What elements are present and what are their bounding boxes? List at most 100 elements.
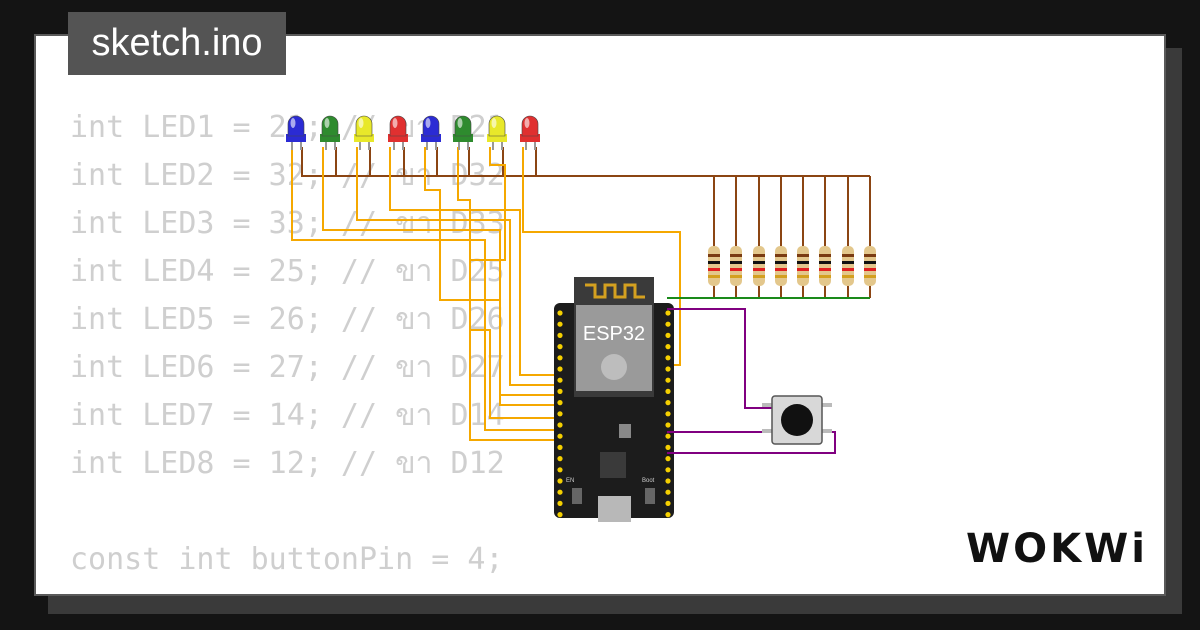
button-wires [667,297,870,454]
resistor-band [775,261,787,264]
header-pin [665,344,671,350]
header-pin [665,400,671,406]
resistor-band [753,268,765,271]
en-label: EN [566,478,574,484]
header-pin [665,422,671,428]
header-pin [665,478,671,484]
led [520,115,540,150]
boot-button[interactable] [645,488,655,504]
button-leg [762,429,772,433]
resistor [730,176,742,298]
esp32-board[interactable]: ESP32 Boot EN [554,277,674,522]
board-label: ESP32 [583,323,645,345]
led-rim [388,134,408,142]
signal-wire [424,147,560,406]
header-pin [557,388,563,394]
button-leg [822,403,832,407]
wokwi-logo: WOKWi [966,526,1148,572]
header-pin [665,355,671,361]
led-body [454,115,472,137]
pushbutton[interactable] [762,395,832,445]
en-button[interactable] [572,488,582,504]
resistor-band [864,268,876,271]
resistor [842,176,854,298]
button-cap[interactable] [781,404,813,436]
resistor-band [730,254,742,257]
espressif-logo [601,354,627,380]
header-pin [665,489,671,495]
header-pin [557,366,563,372]
header-pin [665,456,671,462]
boot-label: Boot [642,478,655,484]
led-body [488,115,506,137]
led-body [422,115,440,137]
file-tab-label: sketch.ino [91,22,263,64]
resistor-body [797,246,809,286]
right-pin-header [665,310,671,518]
resistor-band [797,261,809,264]
resistor-band [842,261,854,264]
resistor-band [753,261,765,264]
led-highlight [358,118,364,128]
led-rim [520,134,540,142]
led-body [355,115,373,137]
signal-wire [322,147,560,396]
header-pin [557,467,563,473]
button-leg [762,403,772,407]
led-body [287,115,305,137]
led-body [321,115,339,137]
usb-port[interactable] [598,496,631,522]
code-line: int LED5 = 26; // ขา D26 [70,302,505,337]
header-pin [557,444,563,450]
led-rim [421,134,441,142]
header-pin [665,377,671,383]
resistor-body [708,246,720,286]
header-pin [665,467,671,473]
header-pin [557,511,563,518]
resistor-band [730,275,742,278]
led-row [286,115,540,150]
button-leg [822,429,832,433]
led-rim [354,134,374,142]
signal-wires [291,147,681,441]
led-rim [453,134,473,142]
resistor [797,176,809,298]
resistor-band [864,254,876,257]
signal-wire [291,147,560,431]
ground-wires [301,147,870,177]
header-pin [665,388,671,394]
file-tab[interactable]: sketch.ino [68,12,286,75]
led-highlight [524,118,530,128]
header-pin [665,366,671,372]
code-line: int LED2 = 32; // ขา D32 [70,158,505,193]
header-pin [557,400,563,406]
header-pin [557,489,563,495]
left-pin-header [557,310,563,518]
resistor-band [730,268,742,271]
resistor-band [797,268,809,271]
resistor-body [753,246,765,286]
header-pin [557,478,563,484]
header-pin [557,344,563,350]
resistor-band [819,268,831,271]
resistor-band [775,254,787,257]
resistor [753,176,765,298]
resistor-band [708,268,720,271]
resistor-band [842,254,854,257]
resistor-band [819,261,831,264]
resistor [708,176,720,298]
signal-wire [522,147,681,366]
resistor-band [797,275,809,278]
resistor-band [708,261,720,264]
header-pin [557,411,563,417]
led-highlight [491,118,497,128]
antenna-trace [585,283,645,299]
regulator [619,424,631,438]
header-pin [665,321,671,327]
led-highlight [425,118,431,128]
led-highlight [457,118,463,128]
header-pin [665,500,671,506]
led [421,115,441,150]
